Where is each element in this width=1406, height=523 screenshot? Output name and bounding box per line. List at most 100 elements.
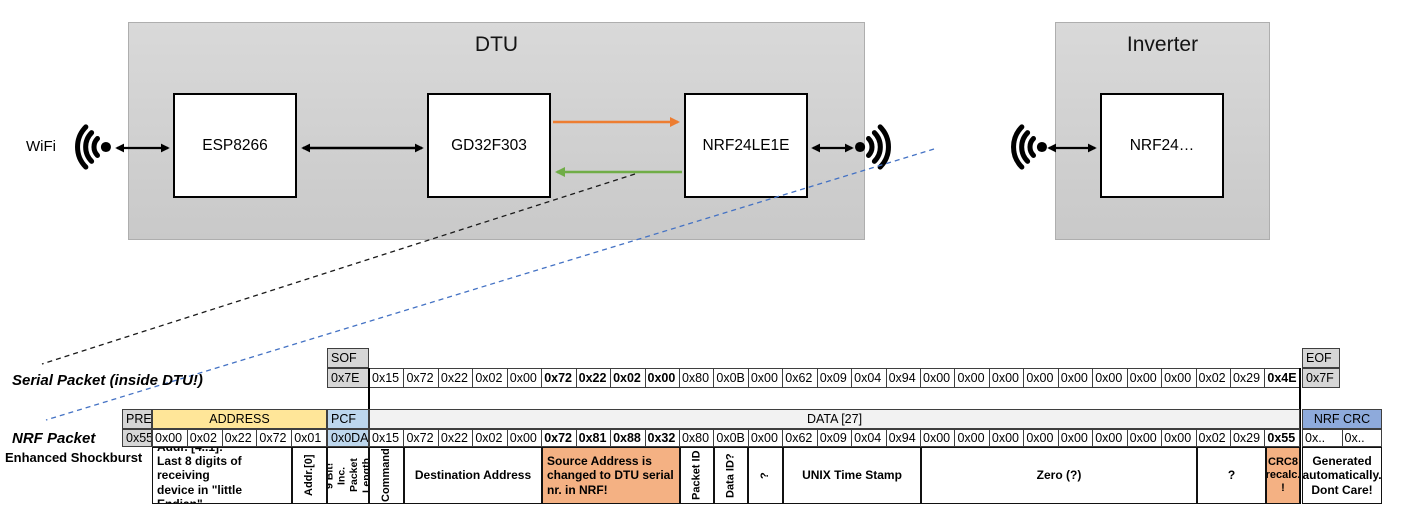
serial-byte-cell: 0x02 [472, 368, 508, 388]
nrf-byte-cell: 0x09 [816, 429, 853, 447]
annotation-unknown-1: ? [748, 447, 783, 504]
pre-value: 0x55 [122, 429, 152, 447]
chip-nrf24-inverter: NRF24… [1100, 93, 1224, 198]
wifi-icon [1011, 124, 1047, 170]
chip-nrf24le1e: NRF24LE1E [684, 93, 808, 198]
annotation-packet-id: Packet ID [680, 447, 714, 504]
chip-gd32f303: GD32F303 [427, 93, 551, 198]
nrf-byte-cell: 0x72 [403, 429, 439, 447]
sof-value: 0x7E [327, 368, 369, 388]
annotation-zero: Zero (?) [921, 447, 1197, 504]
dtu-title: DTU [474, 33, 519, 56]
nrf-byte-cell: 0x00 [1023, 429, 1059, 447]
serial-byte-cell: 0x09 [816, 368, 853, 388]
nrf-address-cell: 0x01 [291, 429, 327, 447]
serial-byte-cell: 0x04 [851, 368, 887, 388]
nrf-byte-cell: 0x15 [369, 429, 405, 447]
chip-esp8266-label: ESP8266 [202, 136, 268, 154]
serial-byte-cell: 0x4E [1264, 368, 1300, 388]
data-map-line-right [1299, 368, 1301, 504]
annotation-unknown-2: ? [1197, 447, 1266, 504]
serial-byte-cell: 0x00 [747, 368, 784, 388]
nrf-crc-header: NRF CRC [1302, 409, 1382, 429]
chip-gd32f303-label: GD32F303 [451, 136, 527, 154]
data-header: DATA [27] [369, 409, 1300, 429]
serial-byte-cell: 0x00 [1023, 368, 1059, 388]
nrf-crc-row: 0x..0x.. [1302, 429, 1382, 447]
eof-header: EOF [1302, 348, 1340, 368]
serial-byte-cell: 0x00 [1092, 368, 1128, 388]
annotation-address-0: Addr.[0] [292, 447, 327, 504]
annotation-data-id: Data ID? [714, 447, 748, 504]
annotation-destination-address: Destination Address [404, 447, 542, 504]
nrf-byte-cell: 0x81 [575, 429, 612, 447]
serial-byte-cell: 0x62 [782, 368, 818, 388]
serial-byte-cell: 0x00 [920, 368, 956, 388]
nrf-byte-cell: 0x80 [678, 429, 715, 447]
nrf-byte-cell: 0x55 [1264, 429, 1300, 447]
serial-byte-cell: 0x00 [988, 368, 1025, 388]
annotation-generated: Generated automatically. Dont Care! [1302, 447, 1382, 504]
nrf-byte-cell: 0x02 [472, 429, 508, 447]
nrf-byte-cell: 0x00 [1126, 429, 1163, 447]
serial-packet-label: Serial Packet (inside DTU!) [12, 372, 203, 389]
nrf-byte-cell: 0x00 [954, 429, 990, 447]
nrf-byte-cell: 0x94 [885, 429, 921, 447]
serial-byte-cell: 0x00 [1161, 368, 1197, 388]
nrf-byte-cell: 0x72 [541, 429, 577, 447]
address-header: ADDRESS [152, 409, 327, 429]
nrf-byte-cell: 0x0B [713, 429, 749, 447]
annotation-unix-time-stamp: UNIX Time Stamp [783, 447, 921, 504]
chip-nrf24le1e-label: NRF24LE1E [702, 136, 790, 154]
nrf-byte-cell: 0x88 [610, 429, 646, 447]
chip-nrf24-inverter-label: NRF24… [1129, 136, 1195, 154]
nrf-byte-cell: 0x02 [1195, 429, 1231, 447]
enhanced-shockburst-label: Enhanced Shockburst [5, 450, 143, 465]
sof-header: SOF [327, 348, 369, 368]
nrf-address-cell: 0x72 [256, 429, 293, 447]
nrf-byte-cell: 0x22 [437, 429, 474, 447]
nrf-byte-cell: 0x32 [644, 429, 680, 447]
serial-byte-cell: 0x00 [506, 368, 543, 388]
serial-byte-cell: 0x02 [610, 368, 646, 388]
pcf-header: PCF [327, 409, 369, 429]
inverter-title: Inverter [1126, 33, 1199, 56]
nrf-address-cell: 0x02 [186, 429, 223, 447]
annotation-pcf: 9 Bit! Inc. Packet Length [327, 447, 369, 504]
nrf-byte-cell: 0x00 [1161, 429, 1197, 447]
annotation-source-address: Source Address is changed to DTU serial … [542, 447, 680, 504]
serial-byte-cell: 0x02 [1195, 368, 1231, 388]
chip-esp8266: ESP8266 [173, 93, 297, 198]
nrf-byte-cell: 0x00 [506, 429, 543, 447]
serial-byte-cell: 0x00 [1057, 368, 1094, 388]
annotation-command: Command [369, 447, 404, 504]
nrf-address-cell: 0x00 [152, 429, 188, 447]
wifi-label: WiFi [26, 138, 56, 155]
nrf-byte-cell: 0x62 [782, 429, 818, 447]
nrf-byte-cell: 0x00 [1092, 429, 1128, 447]
serial-byte-cell: 0x15 [369, 368, 405, 388]
serial-byte-cell: 0x29 [1229, 368, 1266, 388]
eof-value: 0x7F [1302, 368, 1340, 388]
serial-byte-cell: 0x94 [885, 368, 921, 388]
inverter-container: Inverter [1055, 22, 1270, 240]
nrf-byte-cell: 0x00 [1057, 429, 1094, 447]
nrf-byte-cell: 0x00 [988, 429, 1025, 447]
serial-byte-cell: 0x72 [403, 368, 439, 388]
pre-header: PRE [122, 409, 152, 429]
serial-byte-cell: 0x22 [575, 368, 612, 388]
annotation-address-4-1: Addr. [4..1]: Last 8 digits of receiving… [152, 447, 292, 504]
serial-byte-cell: 0x00 [644, 368, 680, 388]
serial-byte-cell: 0x0B [713, 368, 749, 388]
serial-byte-cell: 0x00 [954, 368, 990, 388]
nrf-crc-cell: 0x.. [1341, 429, 1382, 447]
nrf-crc-cell: 0x.. [1302, 429, 1343, 447]
serial-byte-cell: 0x80 [678, 368, 715, 388]
annotation-crc8: CRC8 recalc. ! [1266, 447, 1300, 504]
nrf-byte-cell: 0x29 [1229, 429, 1266, 447]
serial-byte-cell: 0x72 [541, 368, 577, 388]
